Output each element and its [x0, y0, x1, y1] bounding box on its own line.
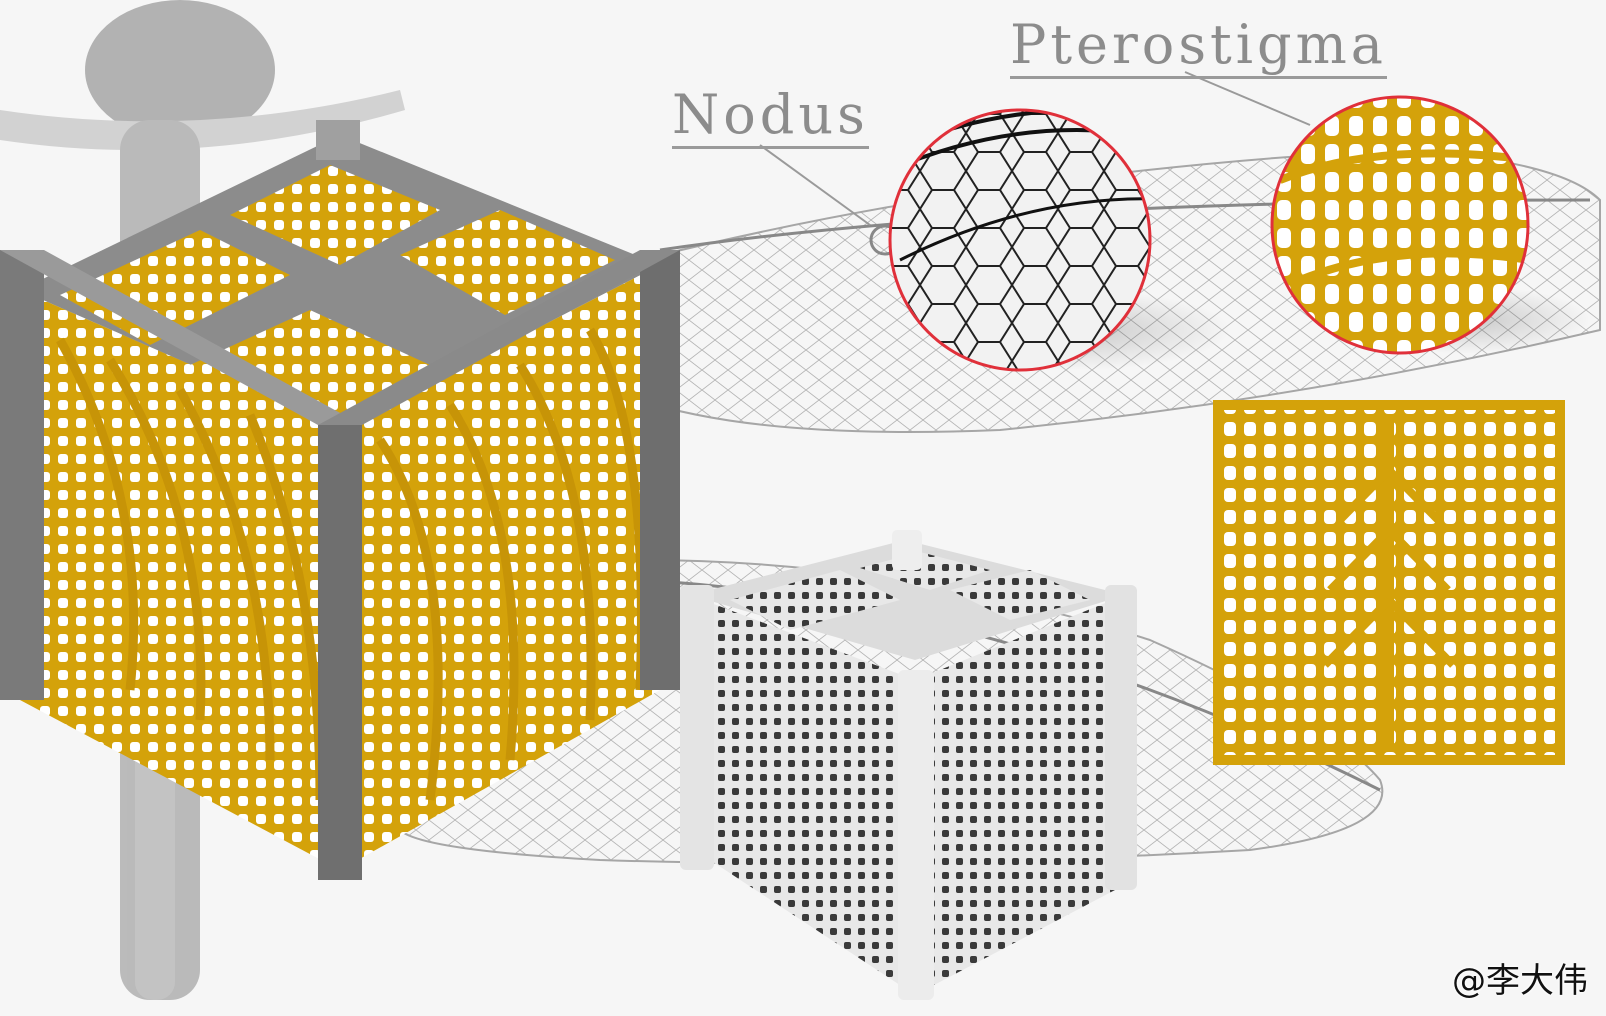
pterostigma-magnified-circle [1270, 95, 1590, 355]
nodus-pointer [759, 144, 871, 226]
white-3d-printed-cube [680, 530, 1137, 1000]
nodus-magnified-circle [888, 108, 1230, 372]
gold-lattice-cube-render [0, 120, 680, 880]
author-watermark: @李大伟 [1452, 961, 1588, 1001]
lattice-panel-pattern [1213, 400, 1565, 765]
pterostigma-label: Pterostigma [1010, 18, 1387, 79]
nodus-label: Nodus [672, 88, 869, 149]
pterostigma-pointer [1184, 71, 1311, 126]
